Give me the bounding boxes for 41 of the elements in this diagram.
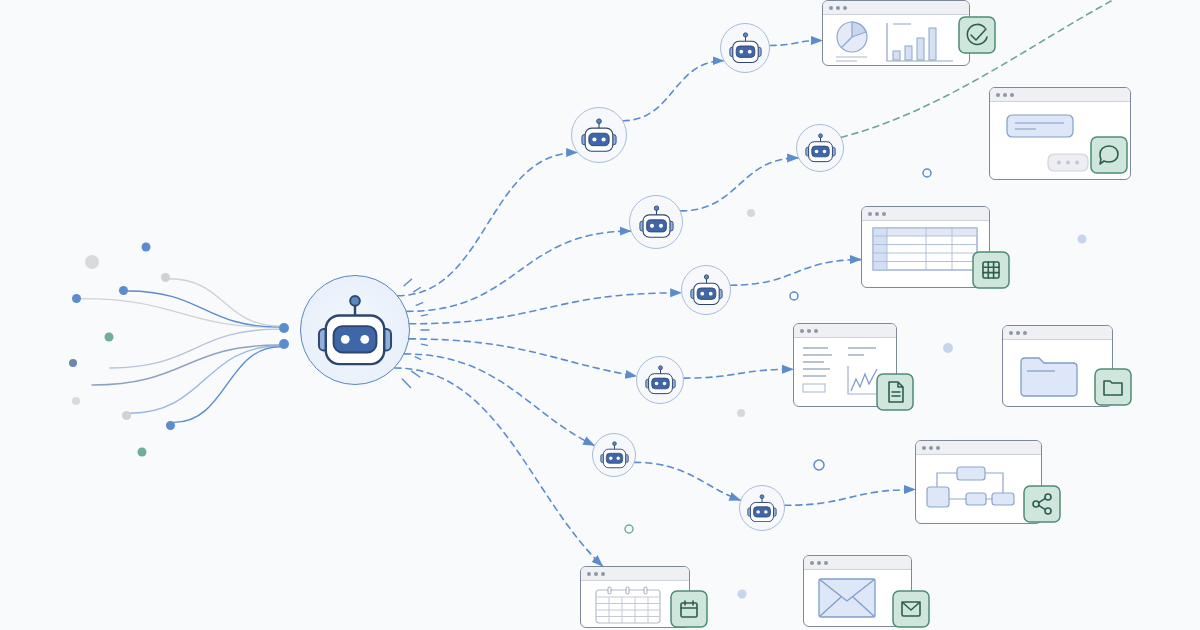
junction-dot <box>279 339 289 349</box>
dashed-arrow <box>679 154 800 212</box>
robot-circle <box>636 356 684 404</box>
dashed-arrow <box>408 288 683 325</box>
app-window <box>1002 325 1113 407</box>
app-window <box>915 440 1042 524</box>
curved-line <box>168 278 281 327</box>
curved-line <box>126 290 280 328</box>
source-dot <box>160 272 170 282</box>
dashed-arrow <box>633 461 742 501</box>
robot-circle <box>739 485 785 531</box>
app-window <box>861 206 990 288</box>
dashed-arrow <box>406 227 632 313</box>
source-dot <box>71 293 81 303</box>
app-window <box>822 0 970 66</box>
curved-line <box>129 345 281 414</box>
source-dot <box>165 420 175 430</box>
robot-circle <box>681 265 731 315</box>
source-dot <box>121 410 131 420</box>
junction-dot <box>279 323 289 333</box>
curved-line <box>173 346 281 424</box>
dashed-arrow <box>394 367 604 567</box>
app-window <box>803 555 912 627</box>
dashed-arrow <box>622 57 725 122</box>
dashed-arrow <box>769 36 823 47</box>
robot-circle <box>720 23 770 73</box>
source-dot <box>118 285 128 295</box>
dashed-arrow <box>403 353 596 447</box>
curved-line <box>109 328 280 369</box>
robot-circle <box>629 195 683 249</box>
dashed-arrow <box>683 364 794 379</box>
dashed-arrow <box>729 255 862 286</box>
dashed-line <box>840 0 1114 138</box>
curved-line <box>91 344 280 386</box>
robot-circle <box>796 124 844 172</box>
robot-circle <box>592 433 636 477</box>
dashed-arrow <box>408 338 638 379</box>
app-window <box>793 323 897 407</box>
robot-circle <box>571 107 627 163</box>
dashed-arrow <box>397 149 579 297</box>
dashed-arrow <box>784 485 916 507</box>
